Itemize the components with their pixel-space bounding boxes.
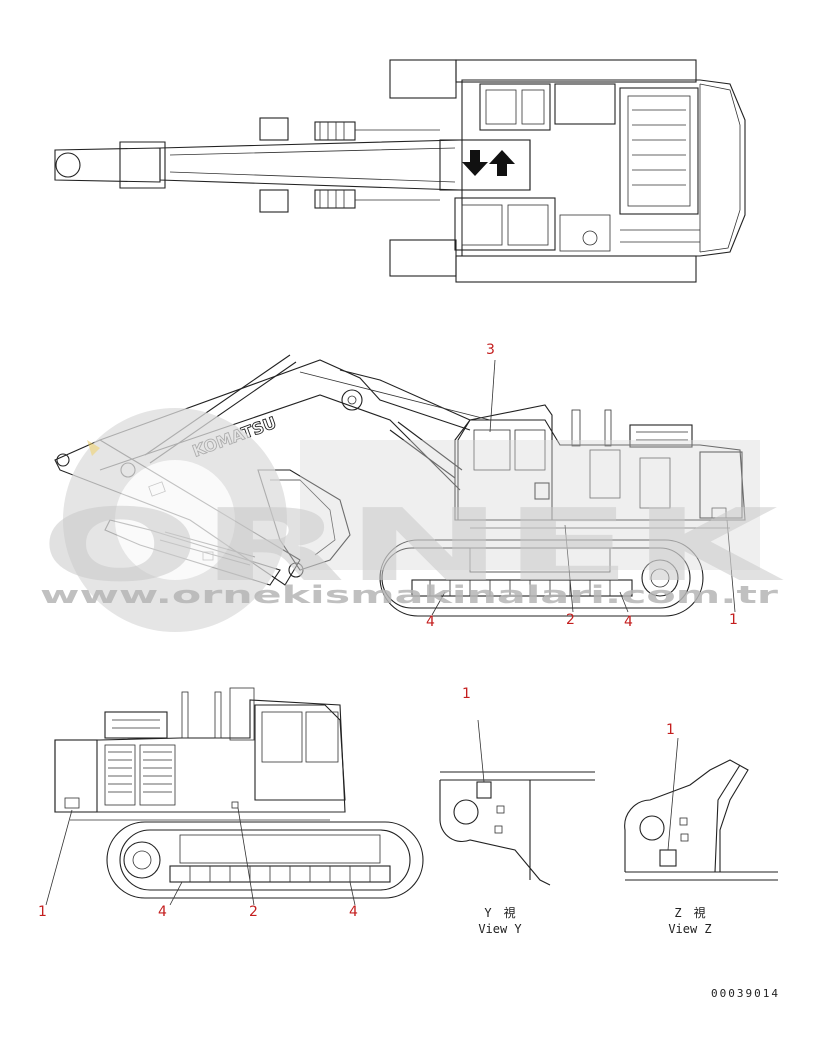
view-z-caption: Z 視 View Z: [650, 905, 730, 937]
callout-1: 1: [666, 722, 675, 738]
callout-2: 2: [249, 904, 258, 920]
side-view-left: [45, 687, 424, 906]
document-number: 00039014: [711, 987, 780, 1000]
callout-2: 2: [566, 612, 575, 628]
callout-4: 4: [624, 614, 633, 630]
view-y-detail: [439, 719, 595, 886]
top-view: [54, 59, 746, 283]
watermark-word: ORNEK: [40, 487, 785, 604]
view-y-label: View Y: [478, 922, 522, 936]
watermark-url: www.ornekismakinalari.com.tr: [40, 581, 778, 609]
callout-1: 1: [729, 612, 738, 628]
view-z-label: View Z: [668, 922, 712, 936]
view-y-kanji: Y 視: [484, 906, 516, 920]
callout-1: 1: [462, 686, 471, 702]
view-y-caption: Y 視 View Y: [460, 905, 540, 937]
ornek-watermark: [63, 408, 760, 632]
view-z-detail: [624, 737, 778, 881]
callout-4: 4: [349, 904, 358, 920]
callout-4: 4: [426, 614, 435, 630]
callout-4: 4: [158, 904, 167, 920]
view-z-kanji: Z 視: [674, 906, 706, 920]
callout-1: 1: [38, 904, 47, 920]
callout-3: 3: [486, 342, 495, 358]
